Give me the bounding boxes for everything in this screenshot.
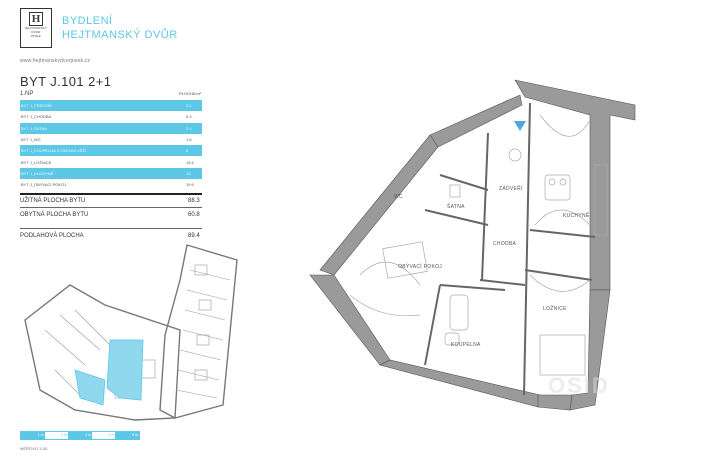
scale-bar: 1 m 2 m 3 m 4 m 5 m [20, 431, 140, 440]
logo-mark: H [29, 12, 43, 26]
brand-line1: BYDLENÍ [62, 15, 113, 27]
room-row: BYT J_KUCHYNĚ 13 [20, 167, 202, 180]
room-area: 15.5 [186, 159, 194, 165]
room-row: BYT J_ŠATNA 2.9 [20, 122, 202, 134]
room-name: BYT J_OBÝVACÍ POKOJ [21, 182, 67, 188]
divider-line [20, 207, 202, 208]
plan-label-kuchyne: KUCHYNĚ [563, 213, 590, 219]
logo-line1: HEJTMANSKÝ [24, 26, 48, 30]
plan-label-wc: WC [394, 194, 403, 200]
scale-tick-label: 2 m [61, 433, 68, 437]
living-area-label: OBYTNÁ PLOCHA BYTU [20, 212, 89, 218]
scale-segment: 3 m [68, 432, 92, 439]
brand-name: BYDLENÍ HEJTMANSKÝ DVŮR [62, 14, 178, 42]
room-area: 13 [186, 170, 191, 176]
brand-line2: HEJTMANSKÝ DVŮR [62, 29, 178, 41]
floor-label: 1.NP [20, 91, 34, 97]
room-row: BYT J_CHODBA 5.3 [20, 111, 202, 122]
divider-line [20, 228, 202, 229]
room-name: BYT J_WC [21, 137, 41, 143]
room-name: BYT J_KOUPELNA S OKENNÍ VĚŽÍ [21, 148, 86, 154]
watermark: OSID [548, 373, 610, 398]
room-name: BYT J_KUCHYNĚ [21, 170, 54, 176]
room-name: BYT J_LOŽNICE [21, 159, 52, 165]
floor-area-value: 89.4 [188, 233, 200, 239]
north-arrow-icon [514, 121, 526, 131]
room-row: BYT J_PŘEDSÍŇ 3.1 [20, 100, 202, 112]
scale-tick-label: 4 m [108, 433, 115, 437]
room-area: 8 [186, 148, 189, 154]
unit-title: BYT J.101 2+1 [20, 74, 112, 89]
plan-label-satna: ŠATNA [447, 204, 465, 210]
living-area-row: OBYTNÁ PLOCHA BYTU 60.8 [20, 212, 202, 218]
building-overview-plan [24, 244, 238, 421]
room-name: BYT J_ŠATNA [21, 125, 48, 131]
plan-label-zadveri: ZÁDVEŘÍ [499, 186, 523, 192]
logo: H HEJTMANSKÝ DVŮR PÍSEK [20, 8, 52, 48]
logo-line3: PÍSEK [31, 34, 41, 38]
scale-segment: 4 m [92, 432, 116, 439]
plan-label-koupelna: KOUPELNA [451, 342, 481, 348]
room-row: BYT J_LOŽNICE 15.5 [20, 156, 202, 167]
room-row: BYT J_KOUPELNA S OKENNÍ VĚŽÍ 8 [20, 145, 202, 157]
website-url: www.hejtmanskydvurpisek.cz [20, 58, 91, 64]
logo-line2: DVŮR [31, 30, 41, 34]
scale-tick-label: 1 m [37, 433, 44, 437]
room-area: 19.9 [186, 182, 194, 188]
usable-area-label: UŽITNÁ PLOCHA BYTU [20, 198, 86, 204]
scale-tick-label: 5 m [132, 433, 138, 437]
scale-tick-label: 3 m [84, 433, 91, 437]
room-area: 5.3 [186, 114, 192, 120]
room-area: 3.1 [186, 103, 192, 109]
scale-segment: 2 m [45, 432, 69, 439]
room-name: BYT J_PŘEDSÍŇ [21, 103, 52, 109]
usable-area-value: 88.3 [188, 198, 200, 204]
living-area-value: 60.8 [188, 212, 200, 218]
room-row: BYT J_OBÝVACÍ POKOJ 19.9 [20, 179, 202, 190]
room-row: BYT J_WC 1.6 [20, 134, 202, 145]
apartment-floor-plan [309, 79, 636, 411]
area-column-header: PLOCHA m² [179, 91, 202, 96]
floor-area-row: PODLAHOVÁ PLOCHA 89.4 [20, 233, 202, 239]
usable-area-row: UŽITNÁ PLOCHA BYTU 88.3 [20, 198, 202, 204]
room-area: 1.6 [186, 137, 192, 143]
room-area: 2.9 [186, 125, 192, 131]
floor-area-label: PODLAHOVÁ PLOCHA [20, 233, 84, 239]
scale-segment: 1 m [21, 432, 45, 439]
scale-caption: MĚŘÍTKO 1:50 [20, 446, 48, 451]
plan-label-loznice: LOŽNICE [543, 306, 567, 312]
scale-segment: 5 m [115, 432, 139, 439]
table-divider [20, 193, 202, 195]
plan-label-chodba: CHODBA [493, 241, 517, 247]
room-name: BYT J_CHODBA [21, 114, 52, 120]
plan-label-obyvaci-pokoj: OBÝVACÍ POKOJ [398, 264, 443, 270]
